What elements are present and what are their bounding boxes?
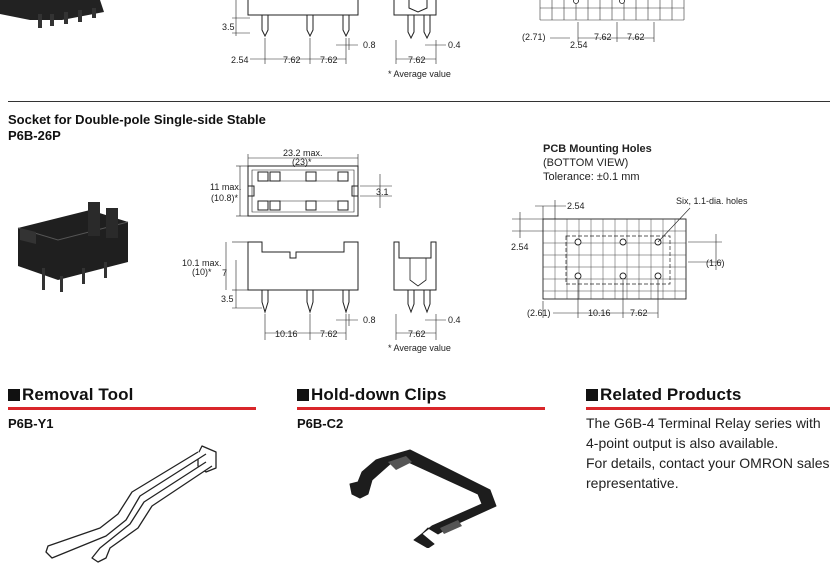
pcb-dim-254-left: 2.54 bbox=[511, 242, 529, 252]
bullet-square-icon bbox=[586, 389, 598, 401]
dim-35: 3.5 bbox=[221, 294, 234, 304]
pcb-grid-top bbox=[539, 0, 685, 42]
pcb-view: (BOTTOM VIEW) bbox=[543, 157, 628, 169]
related-products-text: The G6B-4 Terminal Relay series with 4-p… bbox=[586, 415, 830, 491]
socket-26p-drawing: 23.2 max. (23)* 11 max. (10.8)* 3.1 10.1… bbox=[17, 143, 748, 353]
removal-tool-rule bbox=[8, 407, 256, 410]
front-view-top bbox=[232, 0, 359, 64]
dim-top-254: 2.54 bbox=[231, 55, 249, 65]
section-title: Socket for Double-pole Single-side Stabl… bbox=[8, 112, 266, 127]
dim-top-762b: 7.62 bbox=[320, 55, 338, 65]
socket-photo bbox=[17, 202, 129, 292]
hold-down-heading: Hold-down Clips bbox=[297, 385, 447, 405]
removal-tool-image bbox=[45, 445, 217, 563]
dim-top-04: 0.4 bbox=[448, 40, 461, 50]
side-view bbox=[393, 241, 446, 340]
pcb-dim-762: 7.62 bbox=[630, 308, 648, 318]
front-view bbox=[225, 241, 359, 340]
pcb-dim-254-top: 2.54 bbox=[567, 201, 585, 211]
dim-762a: 7.62 bbox=[320, 329, 338, 339]
dim-top-hole762b: 7.62 bbox=[627, 32, 645, 42]
dim-top-762c: 7.62 bbox=[408, 55, 426, 65]
hold-down-rule bbox=[297, 407, 545, 410]
note-average: * Average value bbox=[388, 343, 451, 353]
dim-side-max: 10.1 max. bbox=[182, 258, 222, 268]
dim-762b: 7.62 bbox=[408, 329, 426, 339]
dim-7: 7 bbox=[222, 268, 227, 278]
dim-08: 0.8 bbox=[363, 315, 376, 325]
dim-side-avg: (10)* bbox=[192, 267, 212, 277]
removal-tool-model: P6B-Y1 bbox=[8, 416, 54, 431]
dim-top-hole762a: 7.62 bbox=[594, 32, 612, 42]
dim-top-hole271: (2.71) bbox=[522, 32, 546, 42]
bullet-square-icon bbox=[8, 389, 20, 401]
section-model: P6B-26P bbox=[8, 128, 61, 143]
note-average-top: * Average value bbox=[388, 69, 451, 79]
side-view-top bbox=[393, 0, 446, 64]
related-products-rule bbox=[586, 407, 830, 410]
dim-top-35: 3.5 bbox=[222, 22, 235, 32]
pcb-dim-1016: 10.16 bbox=[588, 308, 611, 318]
pcb-tolerance: Tolerance: ±0.1 mm bbox=[543, 171, 640, 183]
dim-width-max: 23.2 max. bbox=[283, 148, 323, 158]
pcb-grid bbox=[512, 200, 722, 318]
dim-top-762a: 7.62 bbox=[283, 55, 301, 65]
dim-height-max: 11 max. bbox=[210, 182, 241, 192]
pcb-title: PCB Mounting Holes bbox=[543, 143, 652, 155]
pcb-dim-261: (2.61) bbox=[527, 308, 551, 318]
pcb-holes-note: Six, 1.1-dia. holes bbox=[676, 196, 748, 206]
dim-height-avg: (10.8)* bbox=[211, 193, 239, 203]
dim-top-hole254: 2.54 bbox=[570, 40, 588, 50]
section-divider bbox=[8, 101, 830, 102]
socket-photo-top bbox=[0, 0, 104, 28]
dim-top-08: 0.8 bbox=[363, 40, 376, 50]
dim-width-avg: (23)* bbox=[292, 157, 312, 167]
top-view bbox=[236, 154, 392, 217]
dim-31: 3.1 bbox=[376, 187, 389, 197]
dim-1016: 10.16 bbox=[275, 329, 298, 339]
dim-04: 0.4 bbox=[448, 315, 461, 325]
hold-down-clip-image bbox=[349, 449, 497, 548]
removal-tool-heading: Removal Tool bbox=[8, 385, 133, 405]
related-products-heading: Related Products bbox=[586, 385, 741, 405]
pcb-dim-16: (1.6) bbox=[706, 258, 725, 268]
top-figure: 3.5 2.54 7.62 7.62 0.8 0.4 7.62 * Averag… bbox=[0, 0, 685, 79]
hold-down-model: P6B-C2 bbox=[297, 416, 344, 431]
bullet-square-icon bbox=[297, 389, 309, 401]
